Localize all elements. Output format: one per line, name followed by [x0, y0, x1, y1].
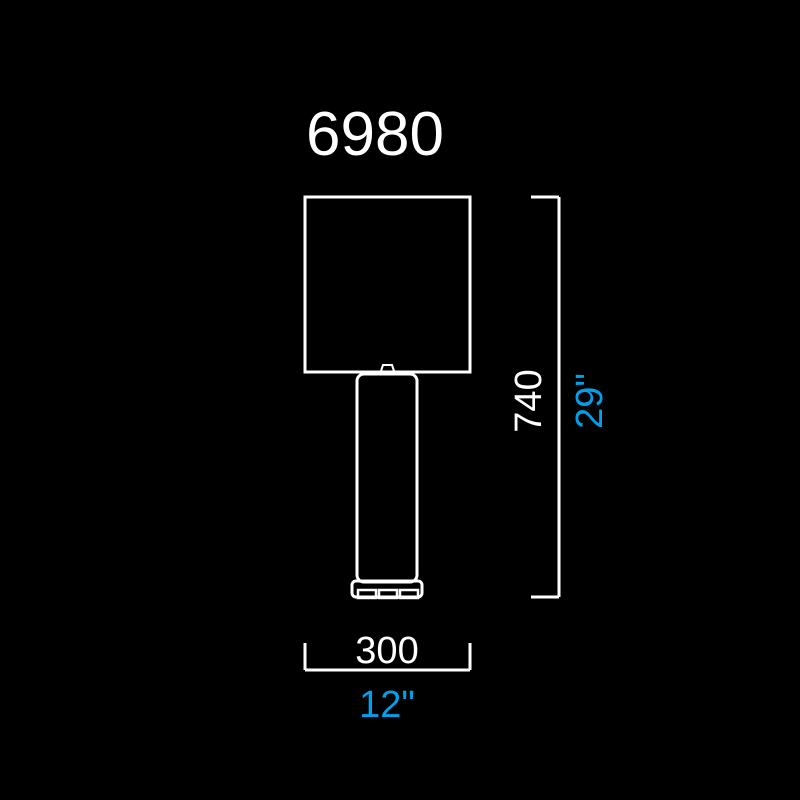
width-dimension-label-metric: 300: [355, 630, 419, 672]
height-dimension-label-metric: 740: [508, 369, 550, 433]
height-dimension-label-imperial: 29": [569, 373, 611, 429]
lamp-finial-connector: [380, 364, 395, 372]
lamp-base-foot-center: [377, 588, 399, 600]
lampshade-outline: [303, 195, 472, 374]
page-title: 6980: [306, 100, 444, 169]
width-dimension-label-imperial: 12": [359, 684, 415, 726]
lamp-body-outline: [355, 372, 419, 584]
lamp-base-foot-left: [356, 588, 378, 600]
lamp-base-foot-right: [398, 588, 420, 600]
